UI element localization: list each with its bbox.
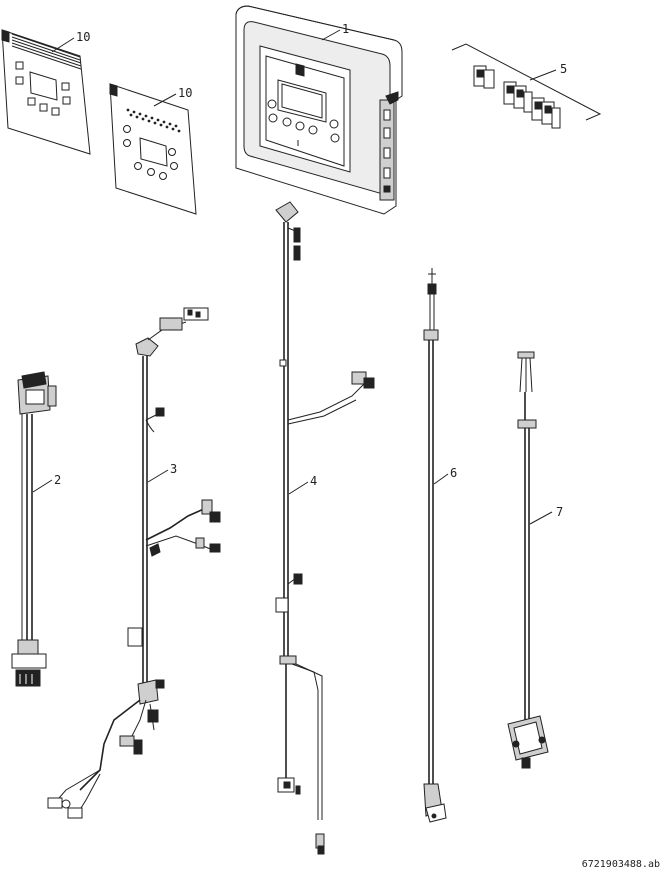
callout-5: 5 (560, 62, 567, 76)
cable-harness-4 (275, 201, 375, 855)
callout-3: 3 (170, 462, 177, 476)
cable-harness-7 (507, 351, 549, 769)
cable-harness-3 (47, 307, 221, 819)
drawing-reference-code: 6721903488.ab (582, 859, 660, 870)
callout-10-right: 10 (178, 86, 192, 100)
connector-plugs-set (451, 43, 602, 129)
callout-4: 4 (310, 474, 317, 488)
power-cable-6 (423, 268, 447, 823)
callout-leaders (32, 29, 557, 525)
callout-7: 7 (556, 505, 563, 519)
callout-2: 2 (54, 473, 61, 487)
callout-6: 6 (450, 466, 457, 480)
front-panel-foil-right (109, 83, 197, 215)
cable-harness-2 (11, 371, 57, 687)
front-panel-foil-left (1, 29, 91, 155)
control-unit-housing (235, 5, 403, 215)
callout-1: 1 (342, 22, 349, 36)
callout-10-left: 10 (76, 30, 90, 44)
